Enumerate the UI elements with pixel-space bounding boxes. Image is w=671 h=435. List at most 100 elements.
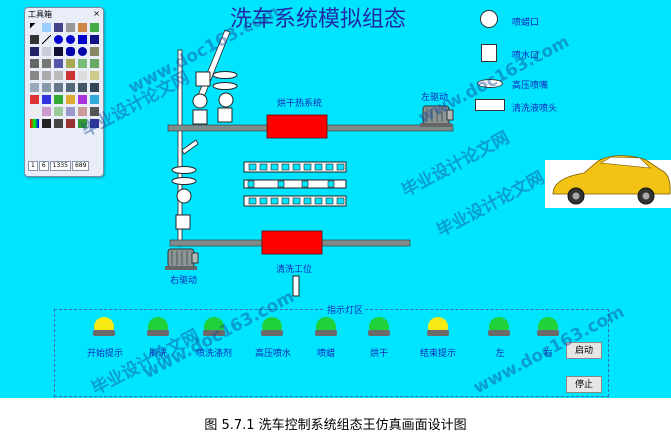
circle-icon	[480, 10, 498, 28]
palette-tool-icon[interactable]	[30, 119, 39, 128]
indicator-lamp-wax	[315, 317, 337, 337]
rectangle-icon	[475, 99, 505, 111]
text-tool-icon[interactable]	[42, 23, 51, 32]
toolbox-panel[interactable]: 工具箱 ×	[24, 7, 104, 177]
database-tool-icon[interactable]	[78, 23, 87, 32]
toolbox-tool-grid	[29, 22, 99, 129]
grid-tool-icon[interactable]	[30, 107, 39, 116]
copy-tool-icon[interactable]	[78, 71, 87, 80]
space-v-tool-icon[interactable]	[54, 107, 63, 116]
cut-tool-icon[interactable]	[66, 71, 75, 80]
water-nozzle	[195, 71, 211, 87]
wax-nozzle	[192, 93, 208, 109]
font-tool-icon[interactable]	[42, 119, 51, 128]
zoom-tool-icon[interactable]	[78, 119, 87, 128]
space-h-tool-icon[interactable]	[42, 107, 51, 116]
indicator-lamp-brush	[147, 317, 169, 337]
note-tool-icon[interactable]	[90, 47, 99, 56]
left-drive-motor	[420, 105, 454, 127]
status-cell: 1	[28, 161, 38, 171]
high-pressure-nozzle	[171, 177, 197, 185]
pointer-tool-icon[interactable]	[30, 23, 39, 32]
pipe-bend	[181, 139, 199, 155]
indicator-lamp-start	[93, 317, 115, 337]
image-tool-icon[interactable]	[30, 71, 39, 80]
group-tool-icon[interactable]	[54, 83, 63, 92]
wax-nozzle	[218, 92, 234, 108]
align-bottom-tool-icon[interactable]	[66, 95, 75, 104]
circle-tool-icon[interactable]	[66, 35, 75, 44]
button-tool-icon[interactable]	[42, 71, 51, 80]
front-tool-icon[interactable]	[78, 83, 87, 92]
slider-tool-icon[interactable]	[54, 71, 63, 80]
conveyor-rollers-base	[247, 180, 335, 188]
indicator-lamp-end	[427, 317, 449, 337]
rotate-tool-icon[interactable]	[30, 83, 39, 92]
indicator-lamp-high-pressure	[261, 317, 283, 337]
dryer-label: 烘干热系统	[277, 98, 323, 108]
rounded-tool-icon[interactable]	[66, 47, 75, 56]
curve-tool-icon[interactable]	[30, 47, 39, 56]
align-top-tool-icon[interactable]	[54, 95, 63, 104]
polygon-tool-icon[interactable]	[90, 35, 99, 44]
conveyor-rollers-bottom	[248, 197, 345, 205]
layer-tool-icon[interactable]	[66, 119, 75, 128]
align-middle-tool-icon[interactable]	[90, 95, 99, 104]
lamp-label-end: 结束提示	[419, 349, 457, 359]
arrow-tool-icon[interactable]	[30, 35, 39, 44]
wash-station-post	[292, 275, 300, 297]
high-pressure-nozzle	[212, 71, 238, 79]
pen-tool-icon[interactable]	[54, 23, 63, 32]
legend-label-detergent: 清洗液喷头	[512, 103, 558, 113]
wave-tool-icon[interactable]	[90, 59, 99, 68]
stop-button[interactable]: 停止	[566, 376, 602, 393]
line-tool-icon[interactable]	[42, 35, 51, 44]
size-tool-icon[interactable]	[54, 119, 63, 128]
shape-tool-icon[interactable]	[30, 59, 39, 68]
water-nozzle	[192, 109, 208, 125]
text-t-tool-icon[interactable]	[54, 47, 63, 56]
ellipse-icon	[477, 79, 503, 88]
align-right-tool-icon[interactable]	[42, 95, 51, 104]
start-button[interactable]: 启动	[566, 342, 602, 359]
indicator-lamp-right	[537, 317, 559, 337]
round-tool-icon[interactable]	[78, 47, 87, 56]
wash-heater	[261, 230, 323, 255]
indicator-lamp-dry	[368, 317, 390, 337]
align-center-tool-icon[interactable]	[78, 95, 87, 104]
legend-label-water: 喷水口	[512, 50, 540, 60]
status-cell: 689	[71, 161, 90, 171]
align-left-tool-icon[interactable]	[30, 95, 39, 104]
ungroup-tool-icon[interactable]	[66, 83, 75, 92]
square-icon	[481, 44, 497, 62]
figure-caption: 图 5.7.1 洗车控制系统组态王仿真画面设计图	[204, 418, 467, 433]
ellipse-tool-icon[interactable]	[54, 35, 63, 44]
wash-station-label: 清洗工位	[276, 264, 313, 274]
back-tool-icon[interactable]	[90, 83, 99, 92]
text-a-tool-icon[interactable]	[42, 47, 51, 56]
gauge-tool-icon[interactable]	[42, 59, 51, 68]
scada-canvas: 洗车系统模拟组态 工具箱 ×	[0, 0, 671, 398]
status-cell: 6	[38, 161, 49, 171]
same-w-tool-icon[interactable]	[66, 107, 75, 116]
indicator-lamp-left	[488, 317, 510, 337]
wax-nozzle	[176, 188, 192, 204]
mirror-tool-icon[interactable]	[42, 83, 51, 92]
print-tool-icon[interactable]	[66, 23, 75, 32]
left-drive-label: 左驱动	[421, 92, 449, 102]
lamp-label-right: 右	[543, 349, 553, 359]
same-h-tool-icon[interactable]	[78, 107, 87, 116]
page-tool-icon[interactable]	[90, 23, 99, 32]
lamp-label-dry: 烘干	[369, 349, 389, 359]
water-nozzle	[175, 214, 191, 230]
trend-tool-icon[interactable]	[66, 59, 75, 68]
help-tool-icon[interactable]	[90, 119, 99, 128]
rect-tool-icon[interactable]	[78, 35, 87, 44]
paste-tool-icon[interactable]	[90, 71, 99, 80]
legend-label-wax: 喷蜡口	[512, 17, 540, 27]
lock-tool-icon[interactable]	[90, 107, 99, 116]
dryer-heater	[266, 114, 328, 139]
close-icon[interactable]: ×	[93, 9, 100, 18]
chart-tool-icon[interactable]	[54, 59, 63, 68]
report-tool-icon[interactable]	[78, 59, 87, 68]
